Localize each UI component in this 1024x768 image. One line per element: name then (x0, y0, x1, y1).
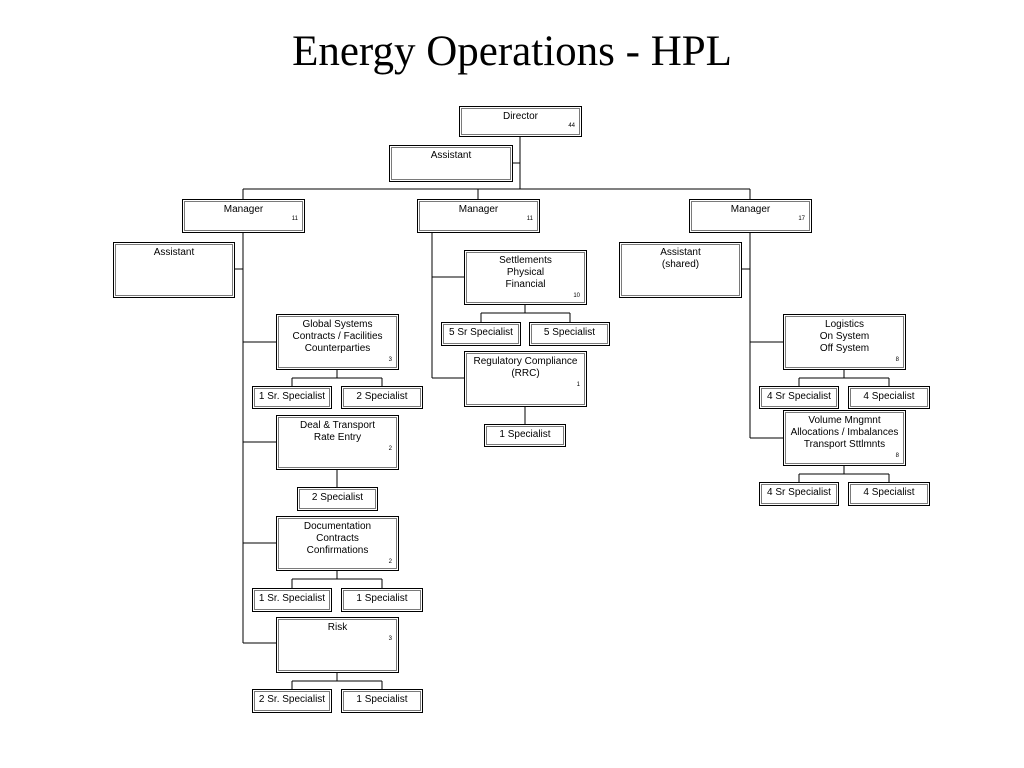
settlements-box: Settlements Physical Financial 10 (464, 250, 587, 305)
assistant-1-box: Assistant (113, 242, 235, 298)
logistics-sr-specialist-box: 4 Sr Specialist (759, 386, 839, 409)
regulatory-compliance-box: Regulatory Compliance (RRC) 1 (464, 351, 587, 407)
risk-label: Risk (327, 622, 348, 633)
deal-transport-box: Deal & Transport Rate Entry 2 (276, 415, 399, 470)
manager-1-label: Manager (223, 204, 264, 215)
global-systems-specialist-box: 2 Specialist (341, 386, 423, 409)
logistics-specialist-box: 4 Specialist (848, 386, 930, 409)
global-systems-specialist-label: 2 Specialist (356, 391, 408, 402)
documentation-specialist-label: 1 Specialist (356, 593, 408, 604)
global-systems-sr-specialist-box: 1 Sr. Specialist (252, 386, 332, 409)
manager-3-box: Manager 17 (689, 199, 812, 233)
risk-sr-specialist-box: 2 Sr. Specialist (252, 689, 332, 713)
manager-2-label: Manager (458, 204, 499, 215)
manager-3-headcount: 17 (798, 216, 805, 222)
risk-headcount: 3 (388, 636, 392, 642)
page-title: Energy Operations - HPL (292, 28, 732, 75)
assistant-shared-box: Assistant (shared) (619, 242, 742, 298)
manager-1-box: Manager 11 (182, 199, 305, 233)
director-headcount: 44 (568, 123, 575, 129)
settlements-headcount: 10 (573, 293, 580, 299)
manager-1-headcount: 11 (291, 216, 298, 222)
risk-sr-specialist-label: 2 Sr. Specialist (258, 694, 326, 705)
risk-box: Risk 3 (276, 617, 399, 673)
director-box: Director 44 (459, 106, 582, 137)
volume-management-box: Volume Mngmnt Allocations / Imbalances T… (783, 410, 906, 466)
documentation-sr-specialist-box: 1 Sr. Specialist (252, 588, 332, 612)
documentation-specialist-box: 1 Specialist (341, 588, 423, 612)
manager-2-box: Manager 11 (417, 199, 540, 233)
volume-sr-specialist-box: 4 Sr Specialist (759, 482, 839, 506)
global-systems-box: Global Systems Contracts / Facilities Co… (276, 314, 399, 370)
logistics-specialist-label: 4 Specialist (863, 391, 915, 402)
assistant-director-label: Assistant (430, 150, 472, 161)
volume-specialist-box: 4 Specialist (848, 482, 930, 506)
documentation-headcount: 2 (388, 559, 392, 565)
global-systems-label: Global Systems Contracts / Facilities Co… (292, 319, 383, 354)
volume-management-headcount: 8 (895, 453, 899, 459)
manager-3-label: Manager (730, 204, 771, 215)
regulatory-specialist-label: 1 Specialist (499, 429, 551, 440)
deal-transport-label: Deal & Transport Rate Entry (299, 420, 376, 443)
manager-2-headcount: 11 (526, 216, 533, 222)
documentation-label: Documentation Contracts Confirmations (303, 521, 372, 556)
regulatory-compliance-headcount: 1 (576, 382, 580, 388)
deal-transport-specialist-box: 2 Specialist (297, 487, 378, 511)
global-systems-headcount: 3 (388, 357, 392, 363)
logistics-label: Logistics On System Off System (819, 319, 870, 354)
volume-specialist-label: 4 Specialist (863, 487, 915, 498)
settlements-label: Settlements Physical Financial (499, 255, 552, 290)
logistics-box: Logistics On System Off System 8 (783, 314, 906, 370)
deal-transport-specialist-label: 2 Specialist (311, 492, 364, 503)
documentation-box: Documentation Contracts Confirmations 2 (276, 516, 399, 571)
volume-sr-specialist-label: 4 Sr Specialist (767, 487, 831, 498)
volume-management-label: Volume Mngmnt Allocations / Imbalances T… (790, 415, 899, 450)
director-label: Director (502, 111, 538, 122)
risk-specialist-box: 1 Specialist (341, 689, 423, 713)
assistant-shared-label: Assistant (shared) (660, 247, 701, 270)
logistics-headcount: 8 (895, 357, 899, 363)
settlements-specialist-box: 5 Specialist (529, 322, 610, 346)
assistant-1-label: Assistant (153, 247, 195, 258)
settlements-specialist-label: 5 Specialist (543, 327, 596, 338)
regulatory-specialist-box: 1 Specialist (484, 424, 566, 447)
global-systems-sr-specialist-label: 1 Sr. Specialist (258, 391, 326, 402)
settlements-sr-specialist-box: 5 Sr Specialist (441, 322, 521, 346)
settlements-sr-specialist-label: 5 Sr Specialist (449, 327, 513, 338)
assistant-director-box: Assistant (389, 145, 513, 182)
regulatory-compliance-label: Regulatory Compliance (RRC) (473, 356, 578, 379)
deal-transport-headcount: 2 (388, 446, 392, 452)
documentation-sr-specialist-label: 1 Sr. Specialist (258, 593, 326, 604)
logistics-sr-specialist-label: 4 Sr Specialist (767, 391, 831, 402)
risk-specialist-label: 1 Specialist (356, 694, 408, 705)
